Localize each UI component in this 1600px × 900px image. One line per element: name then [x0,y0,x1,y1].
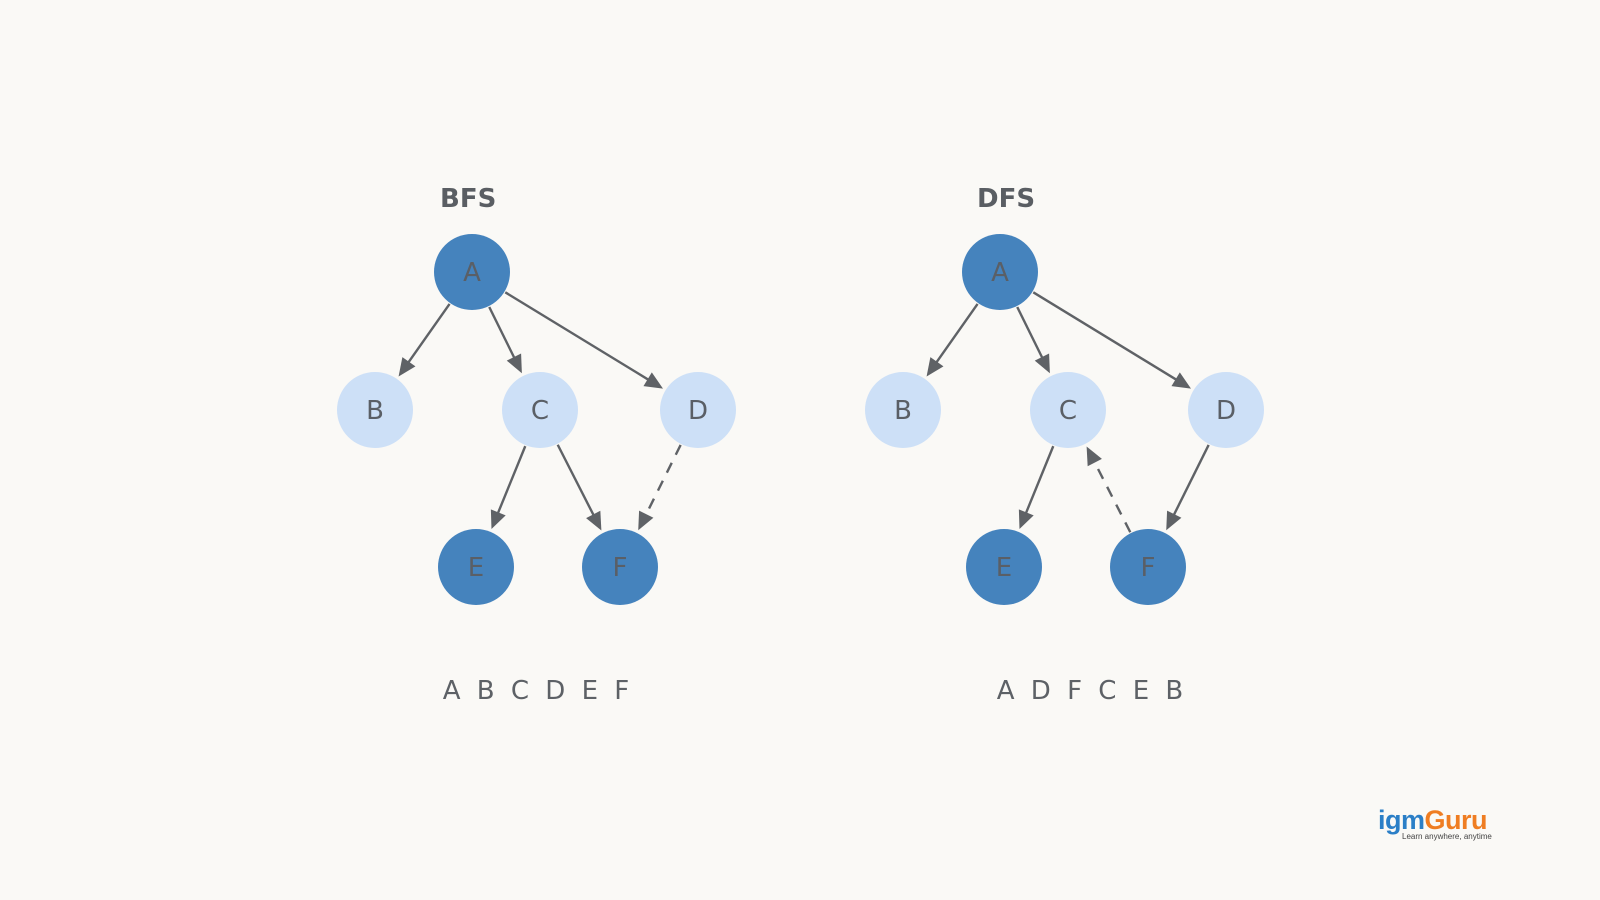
dfs-node-f-circle [1110,529,1186,605]
dfs-node-e-label: E [996,553,1012,583]
dfs-arrowhead-d-f [1166,510,1182,531]
dfs-edge-c-e [1024,445,1055,515]
dfs-node-d: D [1188,372,1264,448]
bfs-node-f-circle [582,529,658,605]
bfs-node-c-label: C [531,396,549,426]
dfs-edges [934,291,1210,533]
dfs-node-b-label: B [894,396,912,426]
bfs-edge-d-f [644,444,682,517]
bfs-node-e: E [438,529,514,605]
igmguru-logo: igmGuru Learn anywhere, anytime [1378,806,1498,846]
dfs-node-b: B [865,372,941,448]
bfs-edge-a-d [504,291,650,382]
dfs-node-e-circle [966,529,1042,605]
dfs-arrowhead-a-d [1171,372,1192,389]
dfs-node-a-label: A [991,258,1009,288]
dfs-arrowhead-a-b [926,357,944,377]
bfs-node-f-label: F [613,553,628,583]
bfs-arrowhead-d-f [638,510,654,531]
dfs-edge-d-f [1172,444,1210,517]
bfs-node-c: C [502,372,578,448]
logo-wordmark-igm: igm [1378,805,1425,835]
dfs-arrowhead-a-c [1034,353,1050,374]
dfs-node-f: F [1110,529,1186,605]
bfs-node-f: F [582,529,658,605]
bfs-edge-c-e [496,445,527,515]
bfs-node-b-circle [337,372,413,448]
dfs-edge-a-c [1016,306,1044,360]
bfs-node-a-circle [434,234,510,310]
bfs-node-d: D [660,372,736,448]
bfs-arrowhead-a-d [643,372,664,389]
dfs-node-c-label: C [1059,396,1077,426]
dfs-node-f-label: F [1141,553,1156,583]
dfs-nodes: A B C D E F [865,234,1264,605]
dfs-node-e: E [966,529,1042,605]
bfs-node-c-circle [502,372,578,448]
dfs-node-b-circle [865,372,941,448]
dfs-node-a-circle [962,234,1038,310]
dfs-title: DFS [977,184,1035,214]
bfs-node-d-label: D [688,396,708,426]
bfs-node-d-circle [660,372,736,448]
bfs-node-a-label: A [463,258,481,288]
dfs-node-a: A [962,234,1038,310]
dfs-edge-f-c [1092,460,1132,533]
dfs-order: A D F C E B [997,676,1188,706]
bfs-node-a: A [434,234,510,310]
bfs-node-e-label: E [468,553,484,583]
dfs-node-c-circle [1030,372,1106,448]
bfs-node-b: B [337,372,413,448]
bfs-panel: BFS A B [337,184,736,706]
dfs-node-d-label: D [1216,396,1236,426]
bfs-arrowheads [398,353,664,531]
bfs-edge-a-c [488,306,516,360]
bfs-node-b-label: B [366,396,384,426]
bfs-nodes: A B C D E F [337,234,736,605]
dfs-arrowheads [926,353,1192,531]
bfs-edge-a-b [406,303,451,365]
dfs-arrowhead-c-e [1018,509,1034,530]
logo-wordmark: igmGuru [1378,806,1498,834]
bfs-edges [406,291,682,517]
dfs-edge-a-d [1032,291,1178,382]
bfs-arrowhead-c-e [490,509,506,530]
dfs-arrowhead-f-c [1086,446,1102,467]
logo-wordmark-guru: Guru [1424,805,1488,835]
dfs-edge-a-b [934,303,979,365]
bfs-order: A B C D E F [443,676,634,706]
bfs-arrowhead-c-f [586,510,602,531]
dfs-node-c: C [1030,372,1106,448]
bfs-title: BFS [440,184,496,214]
logo-tagline: Learn anywhere, anytime [1402,832,1492,841]
bfs-arrowhead-a-c [506,353,522,374]
dfs-panel: DFS A B [865,184,1264,706]
bfs-edge-c-f [556,444,596,517]
bfs-arrowhead-a-b [398,357,416,377]
dfs-node-d-circle [1188,372,1264,448]
bfs-node-e-circle [438,529,514,605]
